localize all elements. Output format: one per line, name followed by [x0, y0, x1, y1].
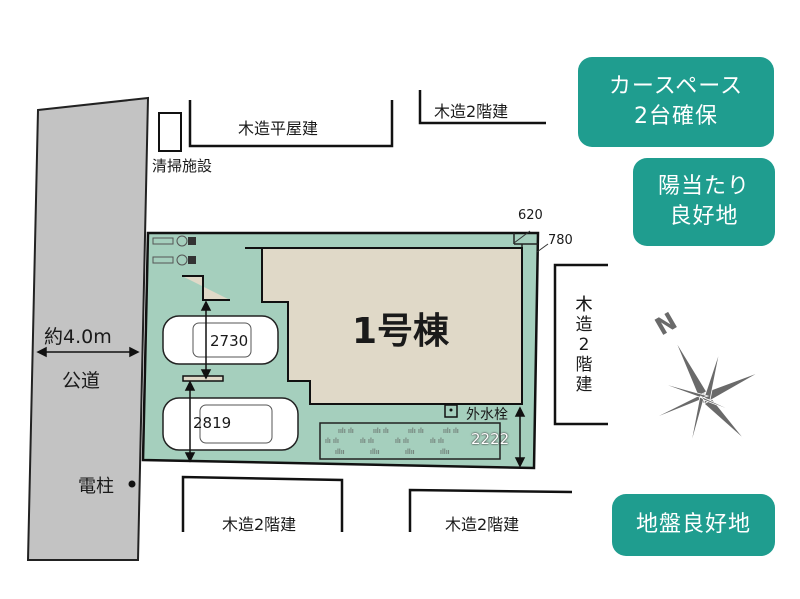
svg-text:ıllıı: ıllıı	[440, 448, 450, 456]
svg-text:ıılı ılı: ıılı ılı	[443, 427, 459, 435]
neighbor-east-char-5: 建	[575, 375, 593, 395]
garden-dim: 2222	[471, 430, 510, 448]
svg-text:ıllıı: ıllıı	[370, 448, 380, 456]
svg-text:ıllıı: ıllıı	[405, 448, 415, 456]
neighbor-south-right-label: 木造2階建	[445, 515, 520, 534]
svg-text:ıılı ılı: ıılı ılı	[408, 427, 424, 435]
water-tap-label: 外水栓	[466, 407, 508, 423]
badge-parking-line2: 2台確保	[634, 104, 718, 129]
neighbor-north-right-label: 木造2階建	[434, 102, 509, 121]
svg-text:ıılı ılı: ıılı ılı	[338, 427, 354, 435]
svg-text:ılı ılı: ılı ılı	[430, 437, 444, 445]
parking-dim-2: 2819	[193, 414, 232, 432]
road-width-label: 約4.0m	[44, 326, 112, 348]
neighbor-east-char-2: 造	[575, 315, 593, 335]
neighbor-east-char-4: 階	[575, 355, 593, 375]
utility-pole-label: 電柱	[78, 476, 114, 497]
building-label: 1号棟	[352, 311, 450, 352]
svg-text:ılı ılı: ılı ılı	[395, 437, 409, 445]
badge-ground: 地盤良好地	[612, 494, 775, 556]
badge-parking: カースペース 2台確保	[578, 57, 774, 147]
svg-text:ılı ılı: ılı ılı	[360, 437, 374, 445]
svg-text:ılı ılı: ılı ılı	[325, 437, 339, 445]
badge-sunlight: 陽当たり 良好地	[633, 158, 775, 246]
svg-text:ıılı ılı: ıılı ılı	[373, 427, 389, 435]
badge-sunlight-line1: 陽当たり	[657, 174, 750, 199]
compass-north-label: N	[650, 306, 682, 342]
badge-parking-line1: カースペース	[608, 74, 744, 99]
road-name-label: 公道	[62, 370, 101, 392]
cleaning-facility-label: 清掃施設	[152, 157, 213, 175]
parking-dim-1: 2730	[210, 332, 249, 350]
compass-rose-icon	[649, 339, 761, 449]
svg-text:ıllıı: ıllıı	[335, 448, 345, 456]
badge-ground-line1: 地盤良好地	[635, 512, 751, 537]
char: 木	[575, 295, 593, 315]
neighbor-east-char-1: 木	[575, 295, 593, 315]
badge-sunlight-line2: 良好地	[669, 204, 739, 229]
neighbor-south-left-label: 木造2階建	[222, 515, 297, 534]
neighbor-east-char-3: 2	[578, 335, 590, 355]
setback-east-dim: 780	[548, 233, 573, 248]
setback-north-dim: 620	[518, 208, 543, 223]
neighbor-north-left-label: 木造平屋建	[238, 119, 319, 138]
